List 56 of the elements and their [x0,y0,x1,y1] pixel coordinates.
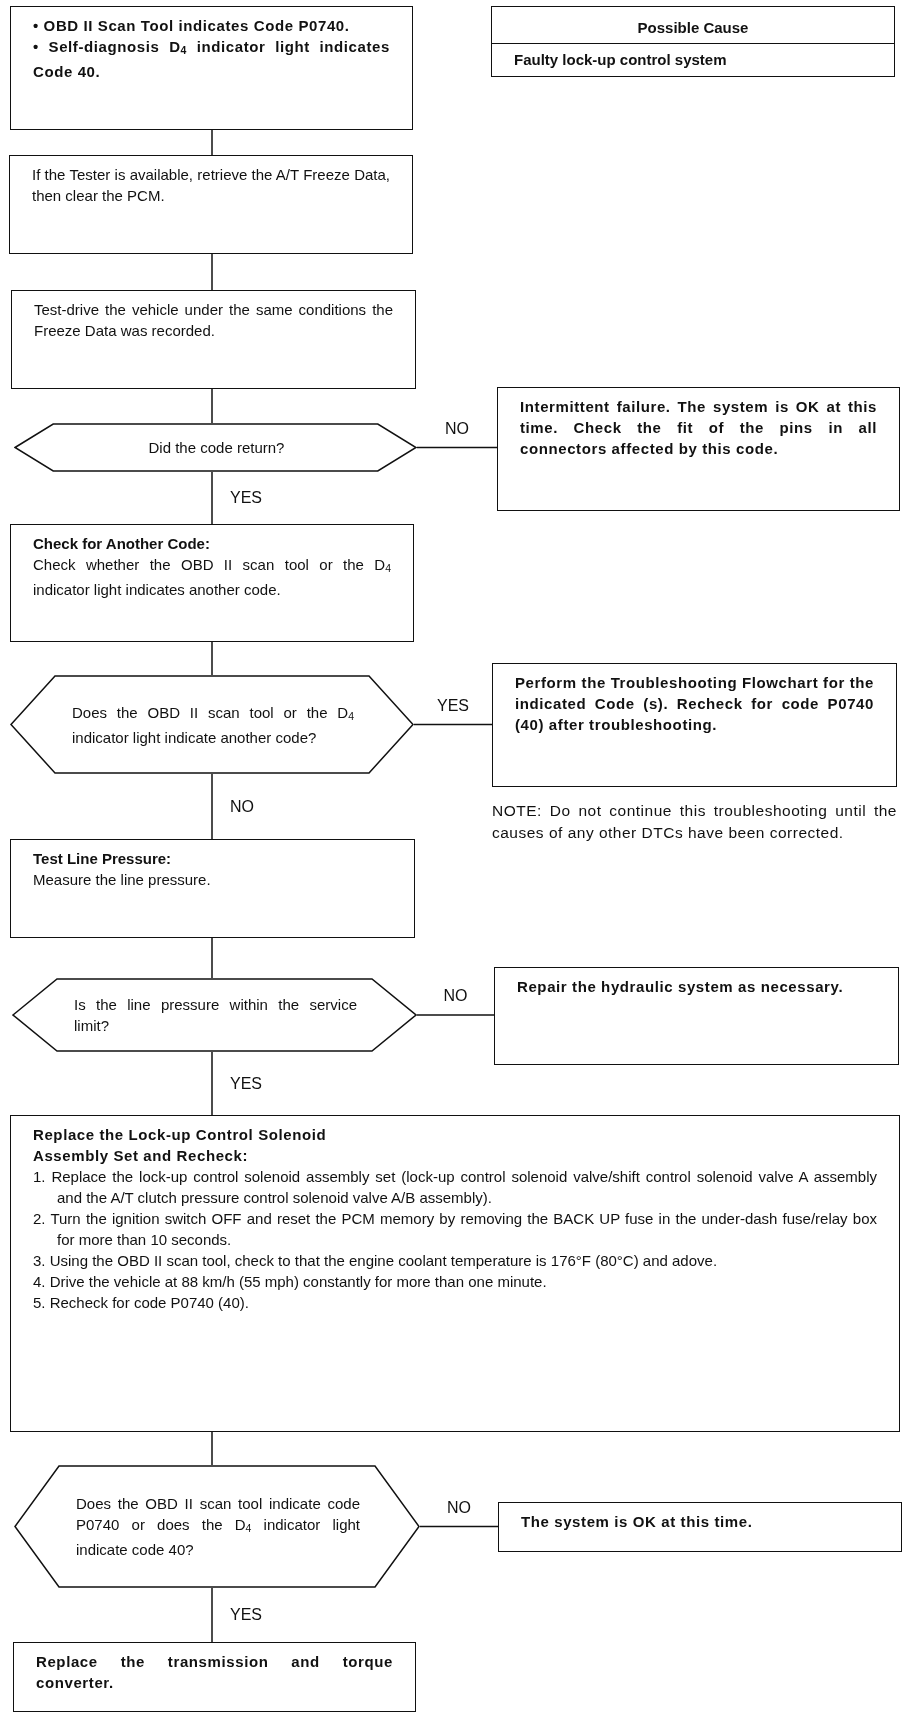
step-text: Repair the hydraulic system as necessary. [517,977,845,997]
connector-line [211,129,213,156]
question-text: Does the OBD II scan tool or the D$_{4}$ indicator light indicate another code? [72,702,354,748]
connector-line [211,937,213,979]
list-item: 4. Drive the vehicle at 88 km/h (55 mph) constantly for more than one minute. [33,1272,548,1292]
process-box [10,6,413,130]
connector-line [211,471,213,525]
list-item: 2. Turn the ignition switch OFF and reset the PCM memory by removing the BACK UP fuse in the under-dash fuse/relay box for more than 10 seconds. [33,1209,877,1250]
step-text: Check whether the OBD II scan tool or the D$_{4}$ indicator light indicates another code. [33,555,391,600]
decision-hexagon [12,978,417,1052]
decision-hexagon [14,423,417,472]
process-box [497,387,900,511]
connector-line [419,1525,499,1528]
process-box [10,524,414,642]
heading-text: Check for Another Code: [33,534,211,554]
note-text: NOTE: Do not continue this troubleshooting until the causes of any other DTCs have been corrected. [492,801,897,843]
process-box [494,967,899,1065]
question-text: Is the line pressure within the service limit? [74,995,357,1036]
decision-hexagon [14,1465,420,1588]
step-text: Replace the transmission and torque converter. [36,1652,393,1693]
process-box [10,839,415,938]
connector-line [413,723,493,726]
step-text: Measure the line pressure. [33,870,212,890]
process-box [498,1502,902,1552]
process-box [13,1642,416,1712]
connector-line [211,1051,213,1116]
step-text: The system is OK at this time. [521,1512,754,1532]
table-cell-text: Faulty lock-up control system [514,50,728,70]
list-item: 1. Replace the lock-up control solenoid assembly set (lock-up control solenoid valve/shift control solenoid valve A assembly and the A/T clutch pressure control solenoid valve A/B assembly). [33,1167,877,1208]
step-text: If the Tester is available, retrieve the A/T Freeze Data, then clear the PCM. [32,165,390,206]
connector-line [211,1431,213,1466]
connector-line [211,641,213,676]
list-item: 3. Using the OBD II scan tool, check to that the engine coolant temperature is 176°F (80°C) and adove. [33,1251,719,1271]
connector-line [211,388,213,424]
connector-line [211,1587,213,1643]
connector-line [416,1014,495,1016]
column-header: Possible Cause [492,15,894,44]
heading-text: Replace the Lock-up Control Solenoid Assembly Set and Recheck: [33,1125,328,1166]
heading-text: Test Line Pressure: [33,849,173,869]
step-text: Intermittent failure. The system is OK at this time. Check the fit of the pins in all connectors affected by this code. [520,397,877,459]
step-text: • OBD II Scan Tool indicates Code P0740. [33,16,351,36]
list-item: 5. Recheck for code P0740 (40). [33,1293,250,1313]
cause-table [491,6,895,77]
question-text: Does the OBD II scan tool indicate code P0740 or does the D$_{4}$ indicator light indicate code 40? [76,1494,360,1560]
connector-line [416,446,498,449]
connector-line [211,253,213,291]
process-box [492,663,897,787]
process-box [11,290,416,389]
step-text: Perform the Troubleshooting Flowchart for the indicated Code (s). Recheck for code P0740 (40) after troubleshooting. [515,673,874,735]
step-text: Test-drive the vehicle under the same conditions the Freeze Data was recorded. [34,300,393,341]
process-box [9,155,413,254]
decision-hexagon [10,675,414,774]
connector-line [211,773,213,840]
step-text: • Self-diagnosis D$_{4}$ indicator light indicates Code 40. [33,37,390,82]
process-box [10,1115,900,1432]
question-text: Did the code return? [147,438,286,458]
